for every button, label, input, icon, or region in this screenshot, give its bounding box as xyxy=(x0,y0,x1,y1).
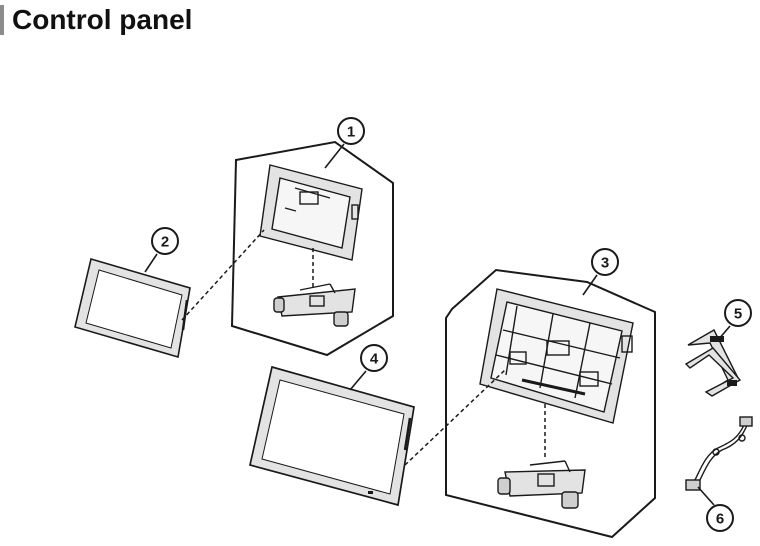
part-3-large-housing-group xyxy=(445,268,656,539)
part-3-frame xyxy=(445,268,656,539)
part-3-housing-icon xyxy=(479,288,634,424)
callout-leaders xyxy=(144,143,731,506)
callout-6: 6 xyxy=(706,504,734,532)
part-1-housing-icon xyxy=(259,164,363,261)
callout-1-circle xyxy=(337,117,365,145)
callout-5-leader xyxy=(717,325,731,341)
callout-5: 5 xyxy=(724,299,752,327)
callout-4-leader xyxy=(349,370,367,391)
part-4-large-display-icon xyxy=(248,365,415,507)
title-accent-bar xyxy=(0,5,4,35)
part-2-small-display-icon xyxy=(74,257,191,359)
part-2-dash-line xyxy=(181,229,265,321)
part-1-small-housing-group xyxy=(230,140,394,357)
callout-4: 4 xyxy=(360,344,388,372)
part-1-frame xyxy=(230,140,394,357)
part-5-flat-ribbon-cable-icon xyxy=(684,329,742,397)
callout-6-circle xyxy=(706,504,734,532)
callout-2-label: 2 xyxy=(161,234,169,251)
callout-1-label: 1 xyxy=(347,124,355,141)
callout-4-label: 4 xyxy=(370,351,379,368)
callout-5-label: 5 xyxy=(734,306,742,323)
callout-2-circle xyxy=(151,227,179,255)
callout-6-leader xyxy=(697,486,715,506)
callout-1-leader xyxy=(324,143,345,169)
callout-3-label: 3 xyxy=(601,255,609,272)
callout-2-leader xyxy=(144,253,158,273)
page-title: Control panel xyxy=(12,4,193,35)
callout-3-leader xyxy=(582,274,598,296)
page-header: Control panel xyxy=(0,3,192,37)
callout-3: 3 xyxy=(591,248,619,276)
callout-2: 2 xyxy=(151,227,179,255)
callout-5-circle xyxy=(724,299,752,327)
callout-3-circle xyxy=(591,248,619,276)
part-3-bracket-icon xyxy=(497,460,586,509)
part-1-bracket-icon xyxy=(273,283,356,327)
part-6-wire-harness-icon xyxy=(685,416,753,491)
part-4-dash-line xyxy=(404,369,506,466)
callout-4-circle xyxy=(360,344,388,372)
callout-1: 1 xyxy=(337,117,365,145)
callout-6-label: 6 xyxy=(716,511,724,528)
